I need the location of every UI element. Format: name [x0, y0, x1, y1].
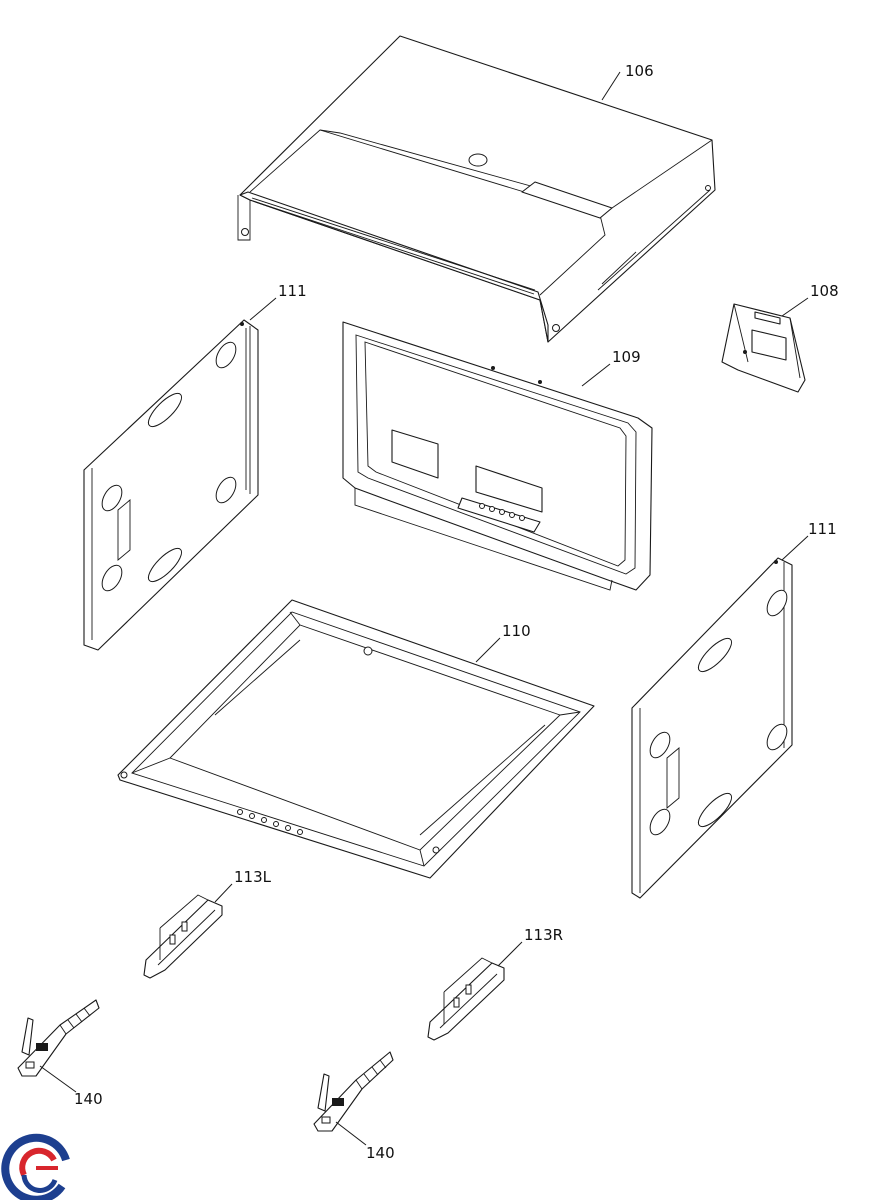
- part-top-cover: [237, 35, 716, 343]
- part-side-panel-right: [631, 557, 793, 899]
- callout-bottom-tray: 110: [475, 622, 531, 663]
- part-runner-right: [427, 957, 505, 1041]
- callout-label-runner-left: 113L: [234, 868, 272, 886]
- callout-top-cover: 106: [601, 62, 654, 101]
- callout-runner-left: 113L: [214, 868, 272, 903]
- part-bracket: [721, 303, 806, 393]
- callout-bracket: 108: [781, 282, 839, 317]
- part-side-panel-left: [83, 319, 259, 651]
- callout-label-runner-right: 113R: [524, 926, 563, 944]
- part-front-frame: [342, 321, 653, 591]
- part-hinge-left: [17, 999, 100, 1077]
- callout-label-hinge-left: 140: [74, 1090, 103, 1108]
- brand-logo: [1, 1133, 70, 1200]
- callout-runner-right: 113R: [497, 926, 563, 967]
- callout-label-side-panel-right: 111: [808, 520, 837, 538]
- callout-label-side-panel-left: 111: [278, 282, 307, 300]
- callout-label-top-cover: 106: [625, 62, 654, 80]
- callout-hinge-right: 140: [335, 1121, 395, 1162]
- callout-side-panel-right: 111: [781, 520, 837, 561]
- callout-label-front-frame: 109: [612, 348, 641, 366]
- callout-hinge-left: 140: [39, 1065, 103, 1108]
- callout-label-bracket: 108: [810, 282, 839, 300]
- callout-side-panel-left: 111: [249, 282, 307, 321]
- callout-front-frame: 109: [581, 348, 641, 387]
- part-runner-left: [143, 894, 223, 979]
- part-hinge-right: [313, 1051, 394, 1132]
- callout-label-hinge-right: 140: [366, 1144, 395, 1162]
- part-bottom-tray: [117, 599, 595, 879]
- callout-label-bottom-tray: 110: [502, 622, 531, 640]
